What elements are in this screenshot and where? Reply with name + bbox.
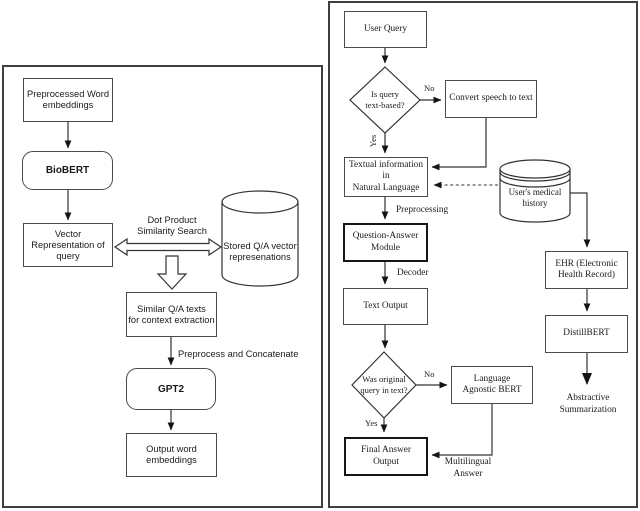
was-original-query-label: Was original query in text? xyxy=(360,374,408,395)
no-label-1: No xyxy=(424,83,435,93)
convert-speech-node: Convert speech to text xyxy=(445,80,537,118)
multilingual-answer-label: Multilingual Answer xyxy=(444,457,492,479)
preprocess-concatenate-label: Preprocess and Concatenate xyxy=(178,349,299,359)
arrow-langbert-to-final xyxy=(431,404,493,459)
no-label-2: No xyxy=(424,369,435,379)
medical-history-cylinder-top xyxy=(499,159,571,179)
biobert-node: BioBERT xyxy=(22,151,113,190)
vector-representation-node: Vector Representation of query xyxy=(23,223,113,267)
medical-history-cylinder-ring1 xyxy=(499,171,571,182)
stored-vectors-label: Stored Q/A vector represenations xyxy=(223,241,297,262)
arrow-history-to-ehr xyxy=(570,192,591,248)
user-query-node: User Query xyxy=(344,11,427,48)
diamond-was-original-text xyxy=(351,351,417,419)
language-agnostic-bert-node: Language Agnostic BERT xyxy=(451,366,533,404)
preprocessing-label: Preprocessing xyxy=(396,205,449,215)
similar-texts-node: Similar Q/A texts for context extraction xyxy=(126,292,217,337)
dot-product-label: Dot Product Similarity Search xyxy=(137,215,207,236)
qa-module-node: Question-Answer Module xyxy=(343,223,428,262)
yes-label-1: Yes xyxy=(368,134,378,148)
is-query-text-label: Is query text-based? xyxy=(365,89,405,110)
medical-history-cylinder-body xyxy=(499,169,571,223)
textual-info-node: Textual information in Natural Language xyxy=(344,157,428,197)
block-double-arrow xyxy=(113,237,223,257)
abstractive-summarization-label: Abstractive Summarization xyxy=(559,393,617,415)
stored-vectors-cylinder-top xyxy=(221,190,299,214)
stored-vectors-cylinder-body xyxy=(221,202,299,287)
output-embeddings-node: Output word embeddings xyxy=(126,433,217,477)
decoder-label: Decoder xyxy=(397,268,429,278)
medical-history-cylinder-ring2 xyxy=(499,177,571,188)
ehr-node: EHR (Electronic Health Record) xyxy=(545,251,628,289)
yes-label-2: Yes xyxy=(365,418,378,428)
text-output-node: Text Output xyxy=(343,288,428,325)
diamond-is-query-text xyxy=(349,66,421,134)
distillbert-node: DistillBERT xyxy=(545,315,628,353)
block-down-arrow xyxy=(156,255,188,290)
medical-history-label: User's medical history xyxy=(508,187,562,208)
final-answer-node: Final Answer Output xyxy=(344,437,428,476)
gpt2-node: GPT2 xyxy=(126,368,216,410)
preprocessed-embeddings-node: Preprocessed Word embeddings xyxy=(23,78,113,122)
arrow-convert-to-textual xyxy=(431,118,487,171)
